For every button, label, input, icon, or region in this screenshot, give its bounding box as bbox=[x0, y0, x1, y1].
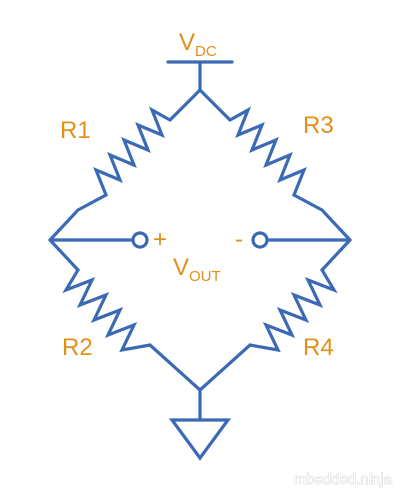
resistor-r1 bbox=[48, 88, 202, 242]
output-terminal-minus bbox=[251, 231, 269, 249]
output-plus-symbol: + bbox=[153, 226, 167, 253]
resistor-r4-label: R4 bbox=[303, 334, 334, 361]
resistor-r4 bbox=[198, 238, 352, 392]
output-minus-symbol: - bbox=[235, 226, 243, 253]
resistor-r2-label: R2 bbox=[62, 334, 93, 361]
resistor-r2 bbox=[48, 238, 202, 392]
resistor-r3 bbox=[198, 88, 352, 242]
resistor-r3-label: R3 bbox=[303, 112, 334, 139]
output-terminal-plus bbox=[131, 231, 149, 249]
resistor-r1-label: R1 bbox=[60, 117, 91, 144]
ground-icon bbox=[168, 418, 232, 461]
output-label: VOUT bbox=[173, 254, 221, 285]
supply-label: VDC bbox=[179, 29, 217, 60]
watermark: mbedded.ninja bbox=[294, 471, 393, 488]
